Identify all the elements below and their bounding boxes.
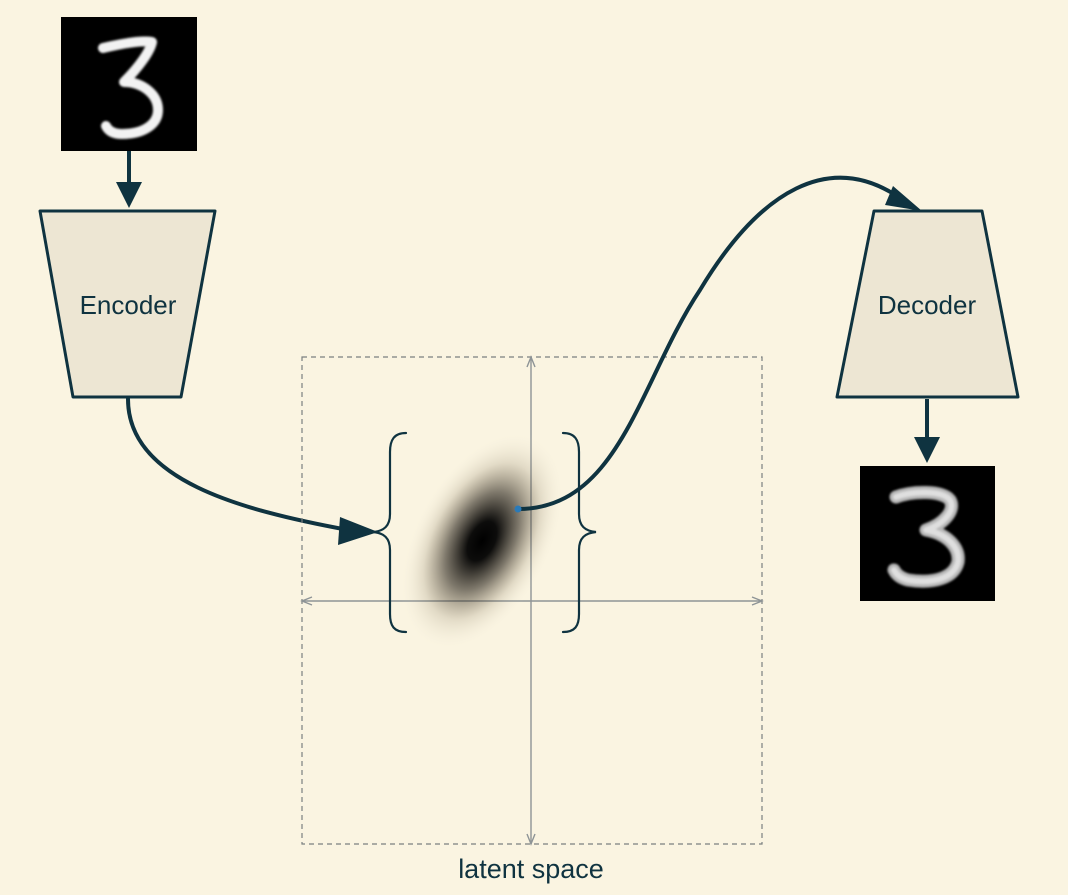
input-digit-image bbox=[61, 17, 197, 151]
decoder-label: Decoder bbox=[878, 290, 977, 320]
arrow-latent-to-decoder bbox=[514, 175, 922, 513]
decoder-block: Decoder bbox=[835, 209, 1020, 399]
output-digit-image bbox=[860, 466, 995, 601]
sample-point bbox=[514, 505, 522, 513]
gaussian-distribution bbox=[400, 432, 564, 650]
encoder-block: Encoder bbox=[38, 209, 217, 399]
latent-space-caption: latent space bbox=[458, 854, 604, 884]
left-brace bbox=[372, 431, 408, 634]
latent-axes bbox=[300, 355, 764, 846]
arrow-decoder-to-output bbox=[914, 399, 940, 463]
encoder-label: Encoder bbox=[80, 290, 177, 320]
arrow-encoder-to-latent bbox=[126, 397, 378, 545]
right-brace bbox=[561, 431, 597, 634]
latent-space: latent space bbox=[300, 355, 764, 884]
arrow-input-to-encoder bbox=[116, 151, 142, 208]
